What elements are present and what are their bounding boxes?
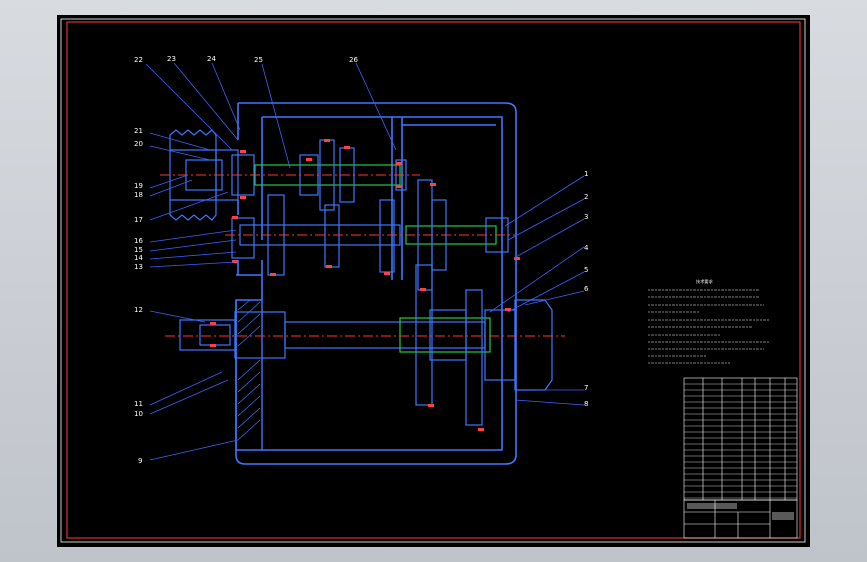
- label-7: 7: [584, 384, 588, 392]
- label-2: 2: [584, 193, 588, 201]
- label-3: 3: [584, 213, 588, 221]
- sheet-frame-inner: [66, 21, 801, 539]
- label-8: 8: [584, 400, 588, 408]
- label-9: 9: [138, 457, 142, 465]
- gearbox-drawing: 1 2 3 4 5 6 7 8 9 10 11 12 13 14 15 16 1…: [60, 18, 806, 543]
- label-18: 18: [134, 191, 143, 199]
- label-24: 24: [207, 55, 216, 63]
- center-lines: [160, 174, 565, 337]
- label-21: 21: [134, 127, 143, 135]
- label-1: 1: [584, 170, 588, 178]
- label-12: 12: [134, 306, 143, 314]
- label-17: 17: [134, 216, 143, 224]
- tech-requirements: 技术要求: [648, 278, 770, 364]
- label-23: 23: [167, 55, 176, 63]
- parts-list-rows: [684, 383, 797, 499]
- label-22: 22: [134, 56, 143, 64]
- label-19: 19: [134, 182, 143, 190]
- output-shaft: [179, 264, 553, 426]
- label-14: 14: [134, 254, 143, 262]
- label-13: 13: [134, 263, 143, 271]
- gear-marks: [210, 139, 520, 431]
- part-labels: 1 2 3 4 5 6 7 8 9 10 11 12 13 14 15 16 1…: [134, 55, 589, 465]
- label-11: 11: [134, 400, 143, 408]
- label-26: 26: [349, 56, 358, 64]
- pulley: [169, 129, 239, 221]
- label-25: 25: [254, 56, 263, 64]
- label-6: 6: [584, 285, 589, 293]
- drawing-sheet: 1 2 3 4 5 6 7 8 9 10 11 12 13 14 15 16 1…: [57, 15, 810, 547]
- leader-lines: [145, 62, 585, 461]
- label-4: 4: [584, 244, 589, 252]
- tech-notes-scribble: [648, 289, 770, 364]
- label-10: 10: [134, 410, 143, 418]
- tech-requirements-title: 技术要求: [696, 278, 714, 285]
- title-block: [683, 499, 798, 539]
- housing-hatch: [235, 299, 263, 451]
- label-15: 15: [134, 246, 143, 254]
- parts-list-table: [683, 377, 798, 501]
- gearbox-housing: [235, 102, 517, 465]
- label-5: 5: [584, 266, 588, 274]
- label-16: 16: [134, 237, 143, 245]
- sheet-frame-outer: [60, 18, 806, 543]
- label-20: 20: [134, 140, 143, 148]
